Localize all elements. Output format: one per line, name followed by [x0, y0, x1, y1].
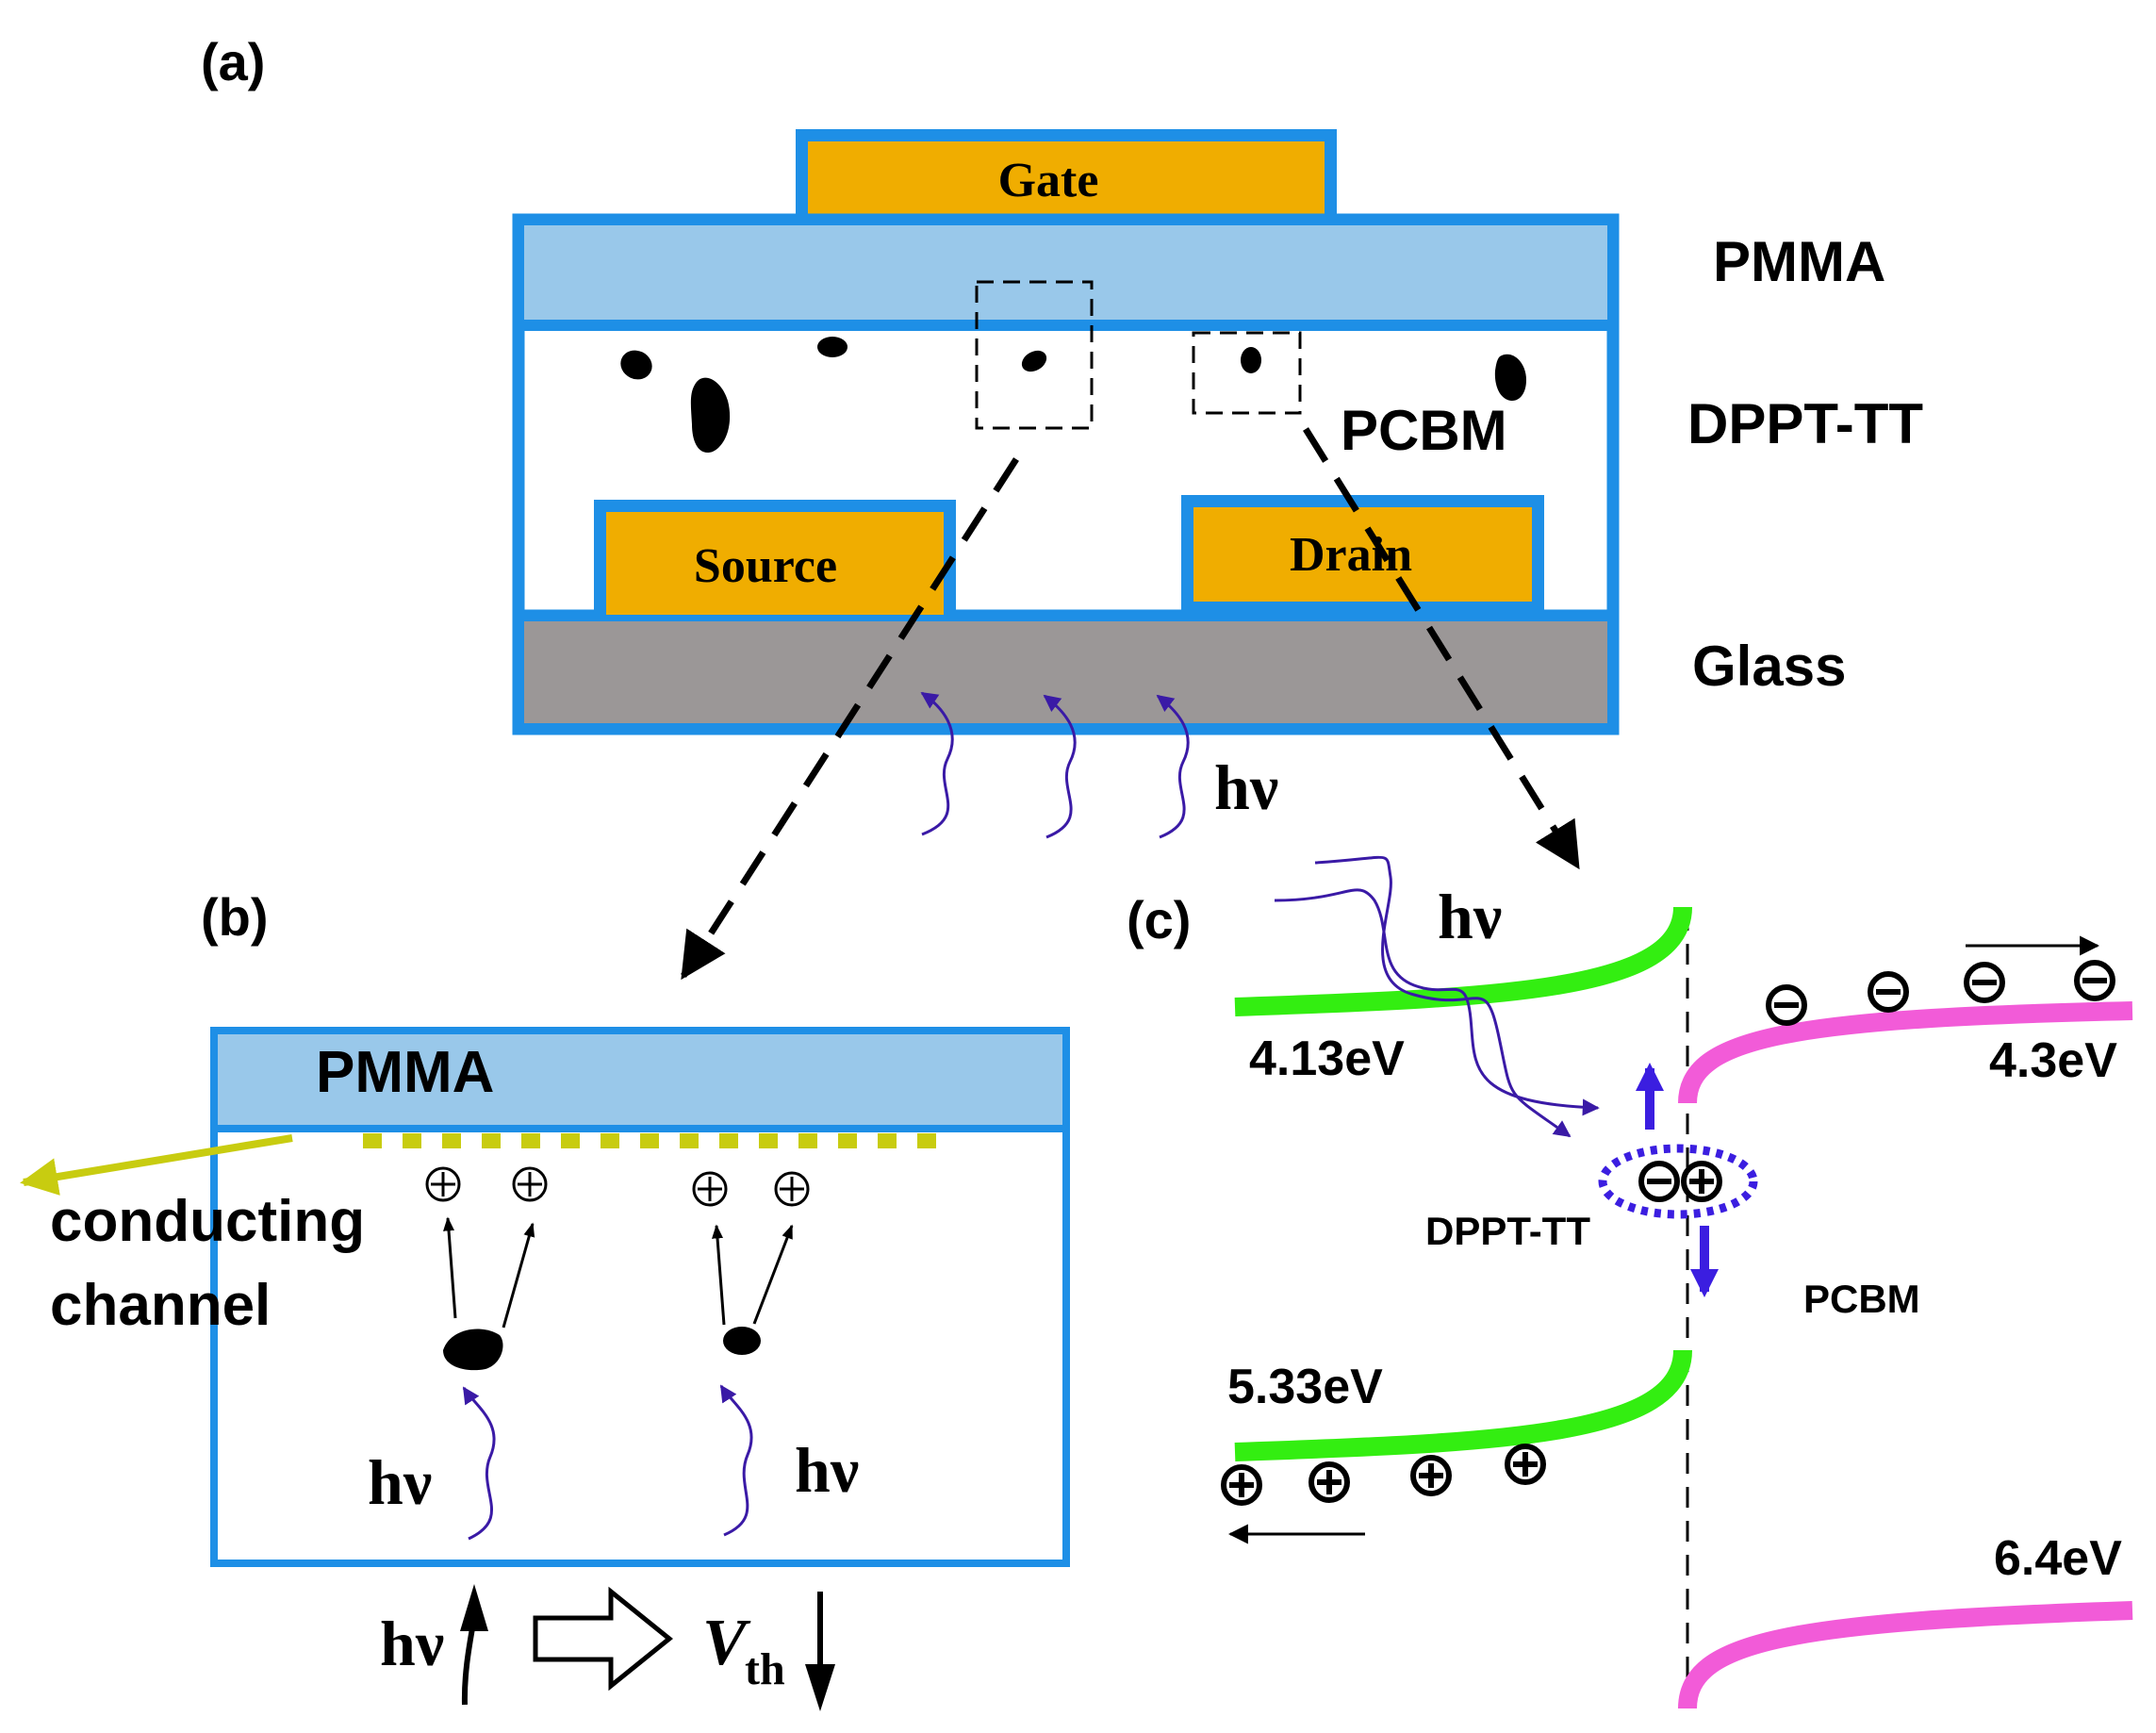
dppt-tt-label-c: DPPT-TT — [1425, 1209, 1590, 1253]
panel-c-label: (c) — [1127, 890, 1191, 949]
vth-label: V — [702, 1607, 751, 1679]
zoom-box-left — [975, 280, 1094, 430]
panel-c: (c) 4.13eV 4.3eV 5.33eV 6.4eV hν — [1127, 855, 2133, 1709]
hv-label-a: hν — [1214, 751, 1278, 823]
panel-b-label: (b) — [201, 887, 269, 947]
hole-c-4 — [1507, 1446, 1543, 1482]
hole-b-2 — [512, 1166, 548, 1202]
hole-b-4 — [774, 1171, 810, 1207]
pcbm-particle-b-1 — [443, 1329, 503, 1371]
electron-3 — [1967, 965, 2002, 1000]
hole-arrows-b — [443, 1216, 794, 1329]
dppt-homo-level — [1234, 1349, 1692, 1461]
glass-label: Glass — [1692, 635, 1846, 698]
pmma-layer — [524, 225, 1607, 322]
zoom-arrow-to-c — [1303, 427, 1580, 870]
hv-label-b-right: hν — [795, 1434, 859, 1506]
channel-label-line2: channel — [50, 1273, 271, 1338]
channel-arrow — [20, 1134, 293, 1196]
zoom-box-right — [1192, 331, 1302, 415]
pcbm-label: PCBM — [1341, 399, 1507, 462]
pmma-label-b: PMMA — [316, 1040, 494, 1105]
gate-electrode — [808, 141, 1325, 219]
electron-4 — [2077, 963, 2113, 999]
implies-arrow — [533, 1586, 673, 1692]
channel-label-line1: conducting — [50, 1189, 365, 1254]
exciton-hole — [1684, 1164, 1720, 1199]
energy-label-4-13: 4.13eV — [1249, 1032, 1405, 1086]
source-label: Source — [694, 539, 837, 593]
photon-waves-c — [1274, 855, 1600, 1138]
gate-label: Gate — [998, 154, 1099, 207]
drain-label: Drain — [1290, 528, 1412, 582]
drain-electrode — [1193, 507, 1532, 602]
pmma-label: PMMA — [1713, 230, 1885, 293]
pcbm-label-c: PCBM — [1803, 1277, 1920, 1321]
hole-c-1 — [1224, 1467, 1259, 1503]
photon-waves-a — [920, 691, 1190, 839]
exciton-electron — [1641, 1164, 1677, 1199]
pcbm-homo-level — [1678, 1601, 2133, 1709]
vth-down-arrow-head — [805, 1664, 835, 1711]
hv-label-b-left: hν — [368, 1446, 432, 1518]
electron-2 — [1870, 974, 1906, 1010]
electron-1 — [1769, 987, 1804, 1023]
hole-c-2 — [1311, 1464, 1347, 1500]
hole-c-3 — [1413, 1458, 1449, 1494]
panel-b: (b) PMMA conducting channel hν h — [20, 887, 1070, 1711]
energy-label-6-4: 6.4eV — [1994, 1531, 2122, 1586]
exciton-boundary — [1598, 1144, 1758, 1219]
photon-waves-b — [462, 1384, 753, 1541]
dppt-tt-label: DPPT-TT — [1687, 392, 1923, 455]
panel-a: (a) Gate Source Drain PMM — [201, 32, 1923, 981]
pcbm-particles — [620, 337, 1526, 454]
source-electrode — [606, 512, 944, 615]
glass-substrate — [524, 621, 1607, 723]
zoom-arrow-to-b — [681, 457, 1019, 981]
pcbm-particle-b-2 — [723, 1327, 761, 1355]
vth-subscript: th — [745, 1644, 785, 1694]
hv-up-arrow-head — [460, 1584, 488, 1631]
pmma-layer-b — [218, 1034, 1062, 1127]
hv-label-bottom: hν — [380, 1608, 444, 1679]
hole-b-1 — [425, 1166, 461, 1202]
hole-b-3 — [692, 1171, 728, 1207]
pcbm-lumo-level — [1678, 1001, 2133, 1104]
energy-label-5-33: 5.33eV — [1227, 1360, 1383, 1414]
energy-label-4-3: 4.3eV — [1989, 1033, 2117, 1088]
panel-a-label: (a) — [201, 32, 265, 91]
hv-label-c: hν — [1438, 881, 1502, 952]
dppt-lumo-level — [1234, 906, 1692, 1016]
